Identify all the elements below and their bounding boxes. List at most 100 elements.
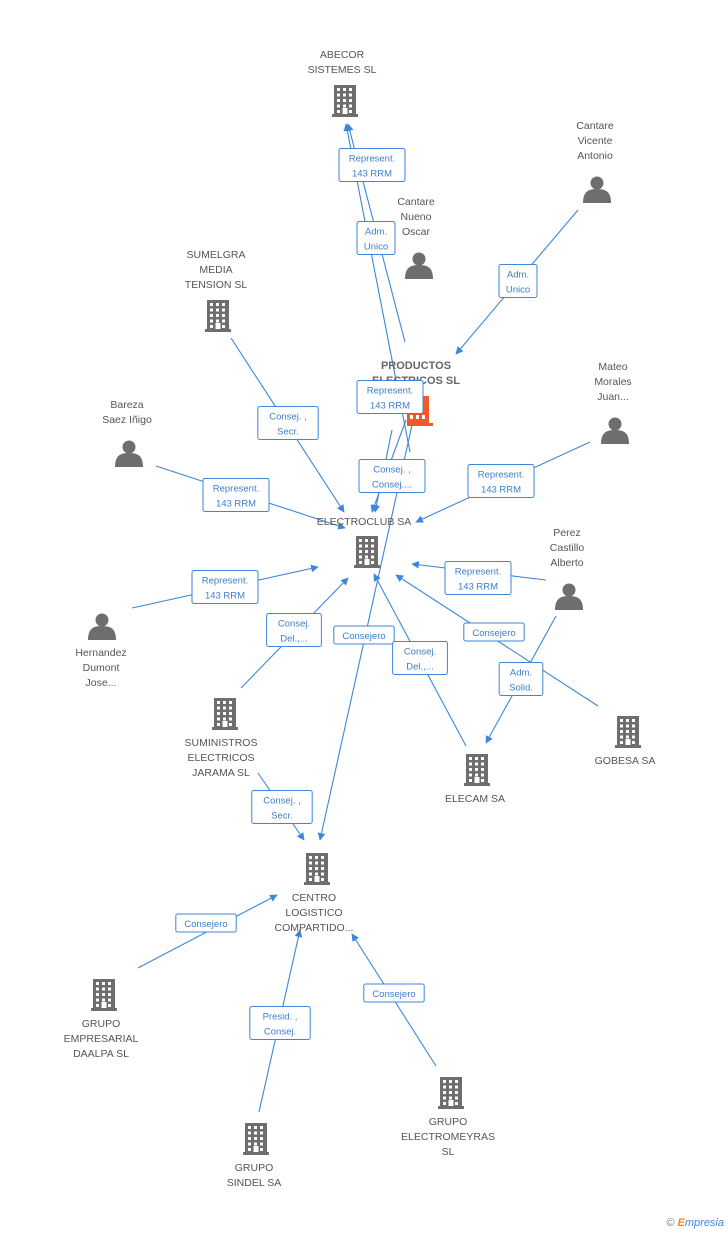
edge-label-box[interactable]: Consej. , Secr.: [257, 406, 319, 440]
edge-label-text: Consej. ,: [373, 465, 411, 476]
node-label: ELECTROMEYRAS: [401, 1131, 495, 1143]
node-abecor[interactable]: ABECOR SISTEMES SL: [308, 49, 377, 117]
building-icon: [205, 300, 231, 332]
edge-label-box[interactable]: Adm.Unico: [498, 264, 538, 298]
edge-label-text: 143 RRM: [370, 401, 410, 412]
node-label: EMPRESARIAL: [64, 1033, 139, 1045]
node-sumelgra[interactable]: SUMELGRA MEDIA TENSION SL: [185, 249, 248, 332]
node-label: Dumont: [83, 662, 120, 674]
person-icon: [405, 252, 433, 279]
edge-label-text: Consejero: [472, 628, 515, 639]
edge-label-box[interactable]: Consej. ,Secr.: [251, 790, 313, 824]
edge-label-box[interactable]: Consej.Del.,...: [392, 641, 448, 675]
edge-label-box[interactable]: Represent.143 RRM: [202, 478, 270, 512]
node-label: SUMINISTROS: [185, 737, 258, 749]
edge-label-box[interactable]: Consejero: [175, 913, 237, 933]
edge-label-box[interactable]: Adm.Solid.: [498, 662, 544, 696]
node-label: DAALPA SL: [73, 1048, 129, 1060]
node-label: Juan...: [597, 391, 629, 403]
node-label: TENSION SL: [185, 279, 248, 291]
node-hernandez[interactable]: HernandezDumontJose...: [75, 613, 127, 690]
edge-label-box[interactable]: Represent. 143 RRM: [467, 464, 535, 498]
empresia-watermark[interactable]: © Empresia: [666, 1217, 724, 1229]
edge-label-text: Secr.: [271, 811, 293, 822]
node-mateo[interactable]: MateoMoralesJuan...: [594, 361, 632, 444]
node-label: SINDEL SA: [227, 1177, 281, 1189]
edge-label-text: Solid.: [509, 683, 533, 694]
edge-label-text: Consej....: [372, 480, 412, 491]
edge-label-box[interactable]: Consejero: [333, 625, 395, 645]
edge-label-box[interactable]: Adm.Unico: [356, 221, 396, 255]
node-label: Oscar: [402, 226, 431, 238]
edge-label-text: Represent.: [455, 567, 501, 578]
edge-label-text: Represent.: [202, 576, 248, 587]
building-icon: [438, 1077, 464, 1109]
node-label: CENTRO: [292, 892, 336, 904]
edge-label-box[interactable]: Consejero: [363, 983, 425, 1003]
edge-label-text: Consej.: [404, 647, 436, 658]
edge-label-box[interactable]: Represent.143 RRM: [356, 380, 424, 414]
edge-label-box[interactable]: Represent.143 RRM: [191, 570, 259, 604]
node-label: GRUPO: [82, 1018, 121, 1030]
node-label: PRODUCTOS: [381, 360, 451, 372]
edge-label-box[interactable]: Consej. , Consej....: [358, 459, 426, 493]
node-label: Nueno: [401, 211, 432, 223]
node-label: Hernandez: [75, 647, 126, 659]
building-icon: [91, 979, 117, 1011]
building-icon: [332, 85, 358, 117]
node-label: Saez Iñigo: [102, 414, 152, 426]
node-label: Cantare: [576, 120, 614, 132]
edge-label-text: 143 RRM: [352, 169, 392, 180]
edge-label-text: 143 RRM: [481, 485, 521, 496]
node-label: Cantare: [397, 196, 435, 208]
edge-label-box[interactable]: Consejero: [463, 622, 525, 642]
node-label: Alberto: [550, 557, 583, 569]
node-daalpa[interactable]: GRUPO EMPRESARIAL DAALPA SL: [64, 979, 139, 1060]
edge-label-text: Consejero: [184, 919, 227, 930]
node-electroclub[interactable]: ELECTROCLUB SA: [317, 516, 412, 568]
node-label: SL: [442, 1146, 455, 1158]
building-icon: [304, 853, 330, 885]
edge-label-box[interactable]: Represent.143 RRM: [338, 148, 406, 182]
node-label: Castillo: [550, 542, 585, 554]
node-label: SISTEMES SL: [308, 64, 377, 76]
node-label: GOBESA SA: [595, 755, 656, 767]
node-label: SUMELGRA: [187, 249, 246, 261]
brand-logo-text: mpresia: [684, 1217, 724, 1229]
edge-label-box[interactable]: Represent.143 RRM: [444, 561, 512, 595]
node-centro[interactable]: CENTRO LOGISTICO COMPARTIDO...: [275, 853, 354, 934]
edge-label-text: Represent.: [478, 470, 524, 481]
edge-label-text: Consej.: [278, 619, 310, 630]
edge-label-box[interactable]: Presid. ,Consej.: [249, 1006, 311, 1040]
node-label: Vicente: [578, 135, 613, 147]
edge-label-text: Secr.: [277, 427, 299, 438]
node-label: Morales: [594, 376, 631, 388]
node-elecam[interactable]: ELECAM SA: [445, 754, 505, 805]
edge-label-text: Unico: [364, 242, 388, 253]
node-label: GRUPO: [429, 1116, 468, 1128]
edge-labels-layer: Represent.143 RRMAdm.UnicoAdm.UnicoRepre…: [175, 148, 544, 1040]
edge-label-text: Consej. ,: [269, 412, 307, 423]
person-icon: [555, 583, 583, 610]
node-label: Jose...: [86, 677, 117, 689]
node-label: MEDIA: [199, 264, 232, 276]
node-label: LOGISTICO: [285, 907, 342, 919]
person-icon: [115, 440, 143, 467]
node-gobesa[interactable]: GOBESA SA: [595, 716, 656, 767]
edge-label-box[interactable]: Consej.Del.,...: [266, 613, 322, 647]
node-label: ABECOR: [320, 49, 365, 61]
node-electromeyras[interactable]: GRUPO ELECTROMEYRAS SL: [401, 1077, 495, 1158]
node-label: Perez: [553, 527, 580, 539]
node-label: ELECTROCLUB SA: [317, 516, 412, 528]
copyright-symbol: ©: [666, 1217, 675, 1229]
building-icon: [243, 1123, 269, 1155]
node-label: COMPARTIDO...: [275, 922, 354, 934]
